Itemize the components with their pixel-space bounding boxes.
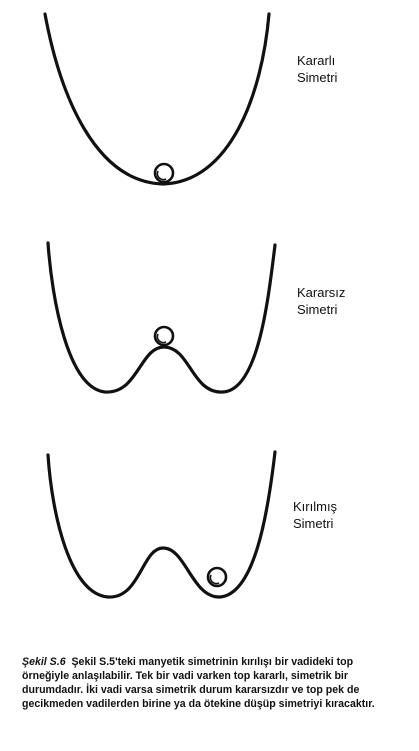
- label-line-1: Kararsız: [297, 285, 346, 300]
- double-valley-curve: [46, 450, 277, 599]
- label-line-2: Simetri: [297, 302, 338, 317]
- label-line-1: Kırılmış: [293, 499, 338, 514]
- symmetry-diagram: [43, 12, 277, 599]
- single-valley-curve: [43, 12, 271, 186]
- panel-unstable: [46, 241, 277, 394]
- ball-icon: [153, 162, 175, 184]
- double-valley-curve: [46, 241, 277, 394]
- ball-icon: [206, 566, 228, 588]
- label-unstable-symmetry: Kararsız Simetri: [297, 284, 345, 318]
- label-stable-symmetry: Kararlı Simetri: [297, 52, 337, 86]
- label-line-2: Simetri: [293, 516, 334, 531]
- ball-icon: [153, 325, 175, 347]
- label-line-1: Kararlı: [297, 53, 336, 68]
- figure-number: Şekil S.6: [22, 656, 66, 668]
- panel-stable: [43, 12, 271, 186]
- panel-broken: [46, 450, 277, 599]
- figure-caption: Şekil S.6 Şekil S.5'teki manyetik simetr…: [22, 655, 400, 711]
- label-broken-symmetry: Kırılmış Simetri: [293, 498, 337, 532]
- label-line-2: Simetri: [297, 70, 338, 85]
- caption-text: Şekil S.5'teki manyetik simetrinin kırıl…: [22, 656, 375, 710]
